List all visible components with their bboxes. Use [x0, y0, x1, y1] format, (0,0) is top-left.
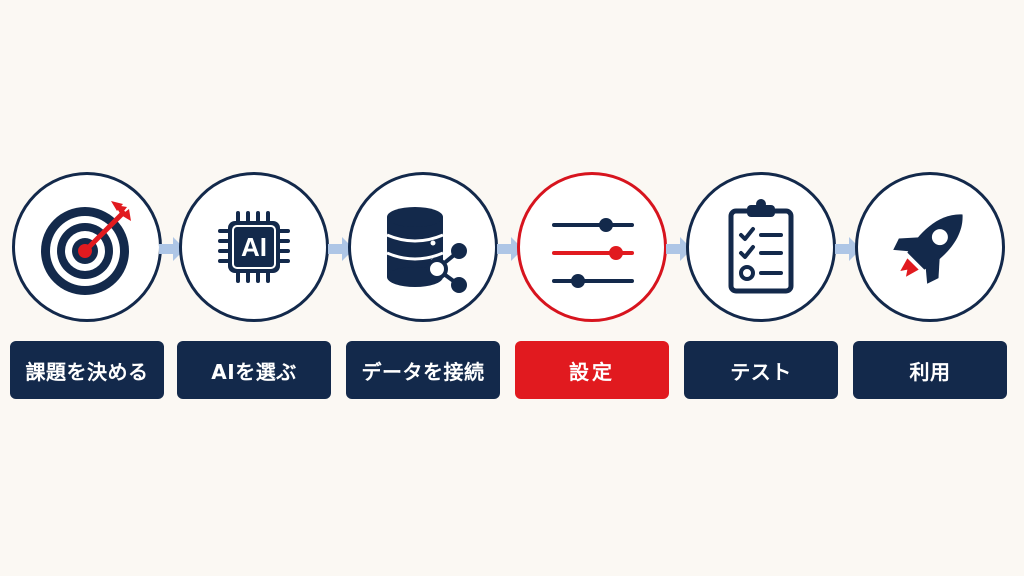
step-1-circle: [12, 172, 162, 322]
database-icon: [386, 207, 467, 293]
step-1-label: 課題を決める: [10, 341, 164, 399]
step-6-label: 利用: [853, 341, 1007, 399]
step-6-circle: [855, 172, 1005, 322]
arrow-right-icon: [159, 237, 185, 261]
step-1: 課題を決める: [7, 0, 167, 576]
clipboard-checklist-icon: [728, 199, 794, 294]
step-4-circle: [517, 172, 667, 322]
sliders-icon: [552, 218, 634, 288]
arrow-right-icon: [666, 237, 692, 261]
arrow-right-icon: [835, 237, 861, 261]
step-4-label: 設定: [515, 341, 669, 399]
arrow-right-icon: [328, 237, 354, 261]
rocket-icon: [893, 214, 963, 284]
step-2-circle: AI: [179, 172, 329, 322]
step-5: テスト: [681, 0, 841, 576]
step-5-label: テスト: [684, 341, 838, 399]
step-3-circle: [348, 172, 498, 322]
step-2-label: AIを選ぶ: [177, 341, 331, 399]
arrow-right-icon: [497, 237, 523, 261]
target-icon: [41, 201, 131, 295]
step-2: AI AIを選ぶ: [174, 0, 334, 576]
step-6: 利用: [850, 0, 1010, 576]
ai-chip-icon: AI: [218, 211, 290, 283]
step-3: データを接続: [343, 0, 503, 576]
step-5-circle: [686, 172, 836, 322]
step-4: 設定: [512, 0, 672, 576]
step-3-label: データを接続: [346, 341, 500, 399]
chip-label: AI: [241, 232, 267, 262]
